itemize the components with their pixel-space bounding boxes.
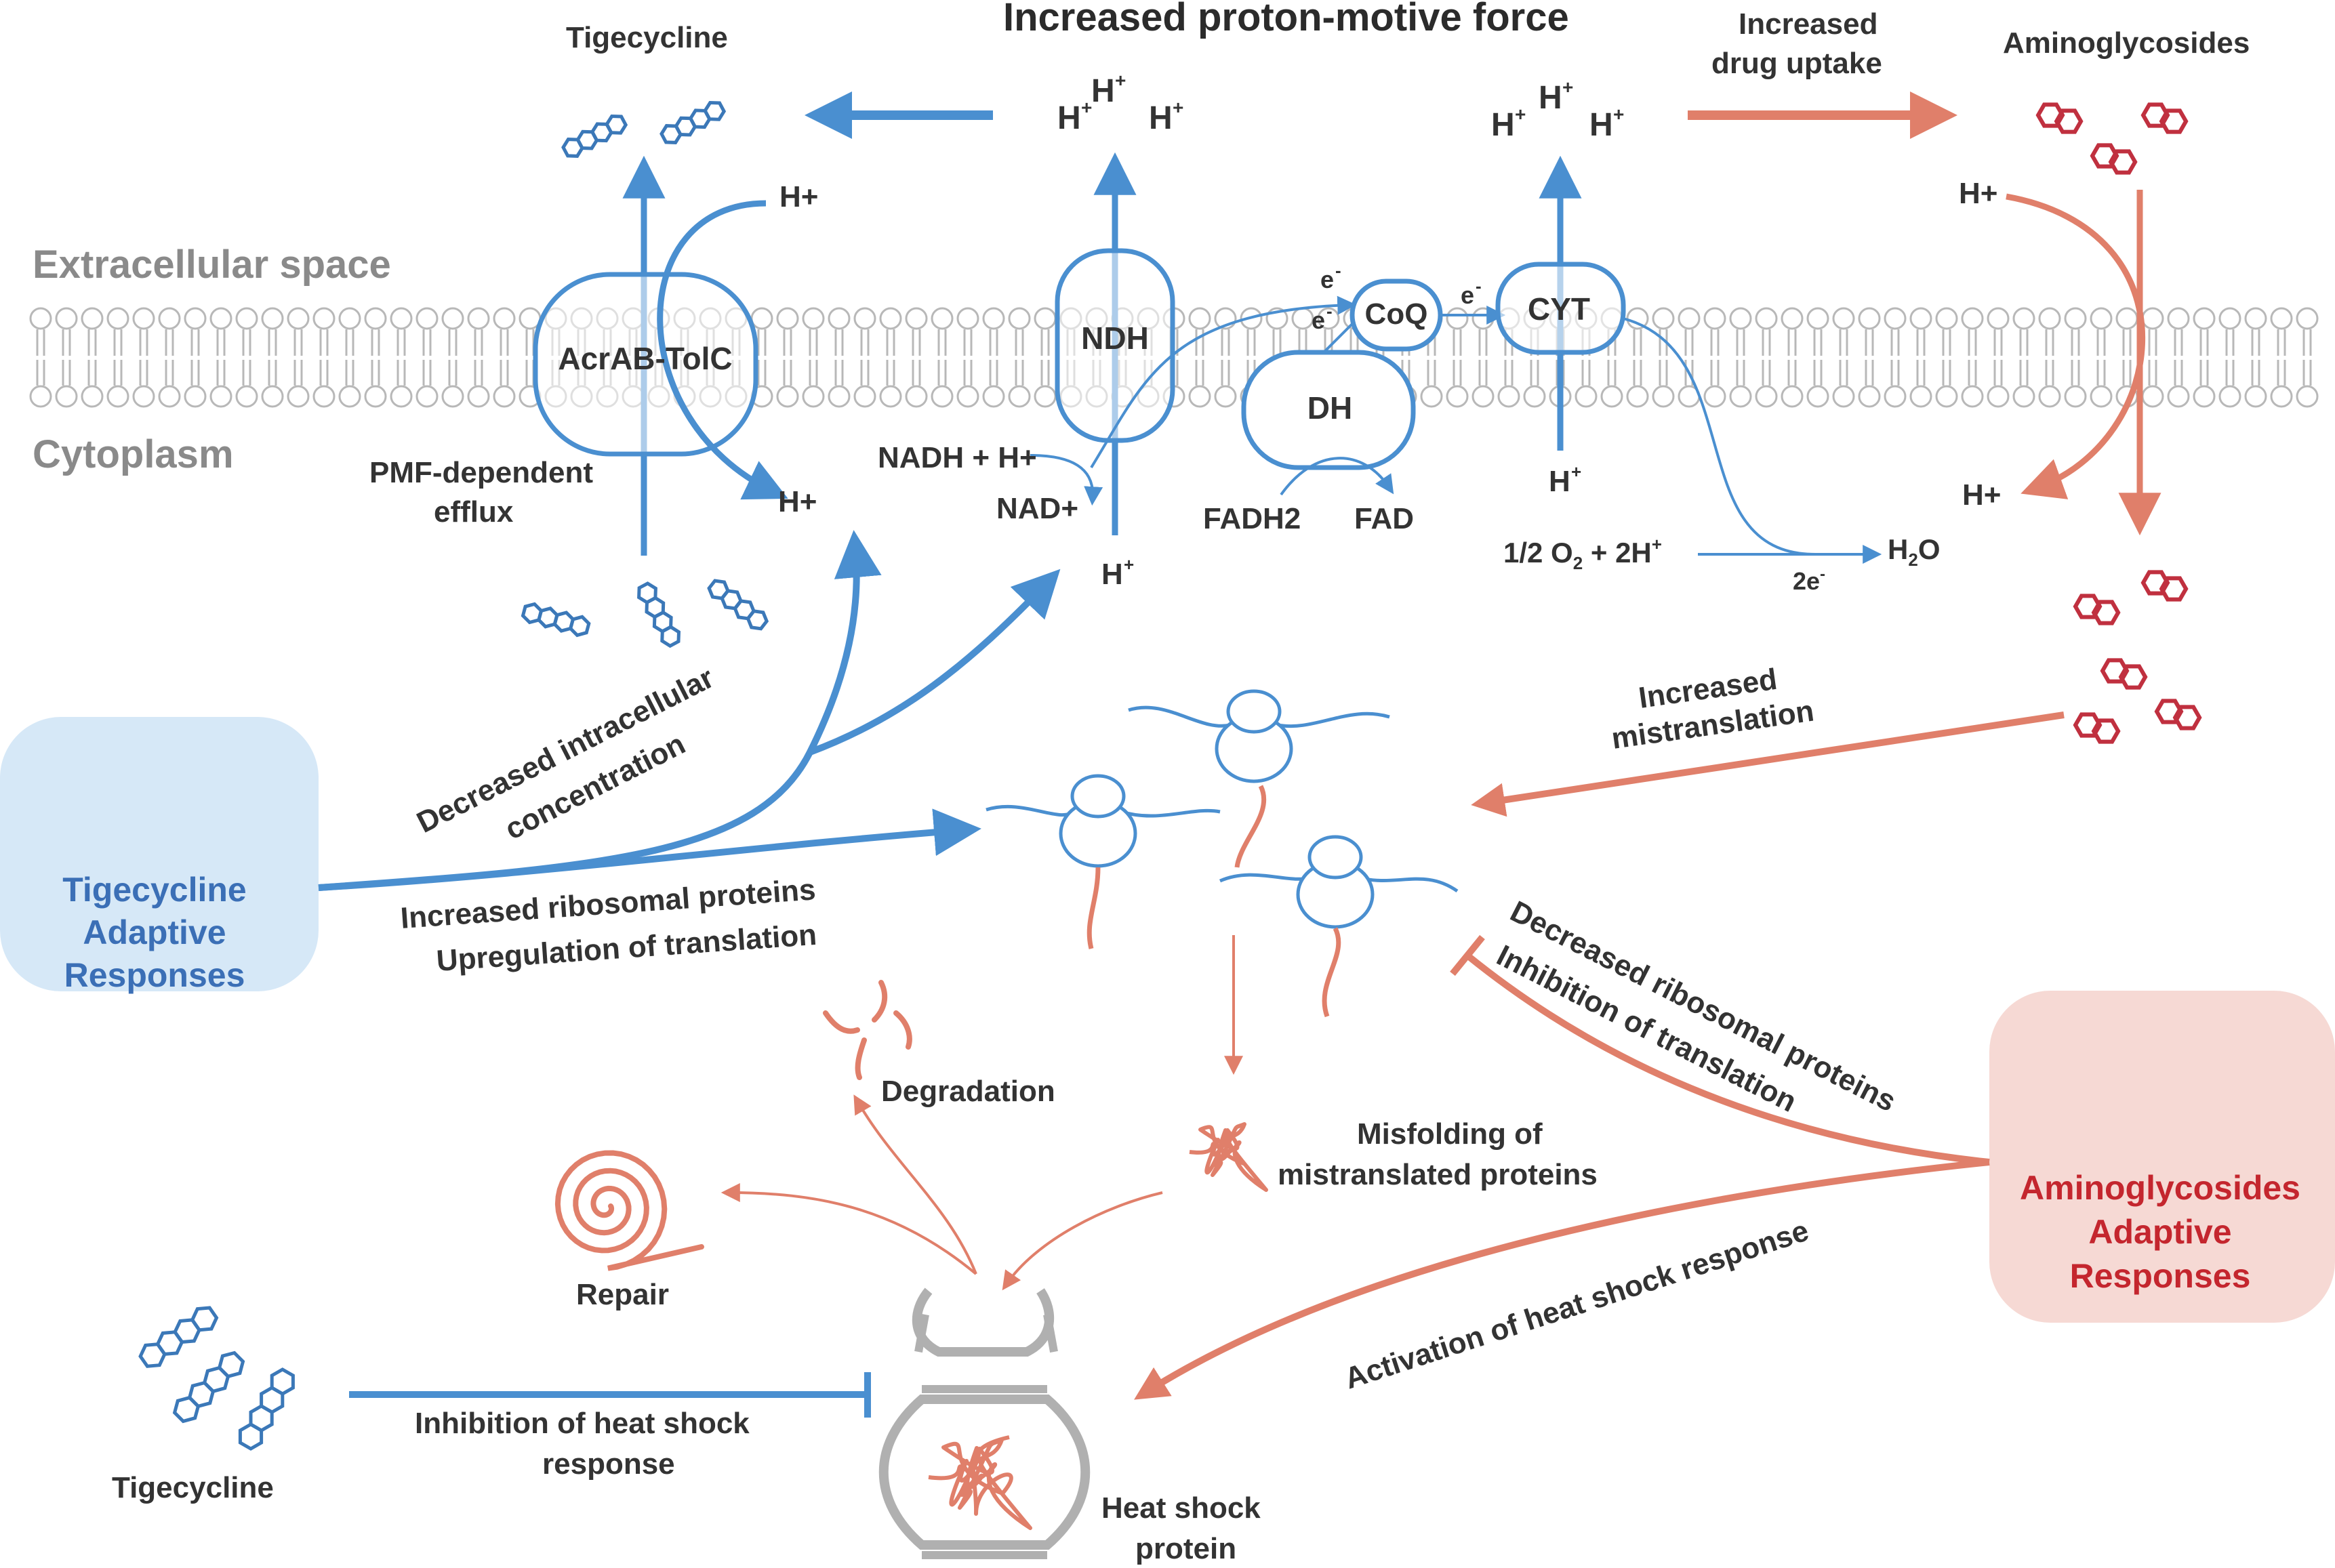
acrab-h-plus-top: H+ xyxy=(779,180,818,213)
svg-text:+: + xyxy=(1515,104,1526,125)
amino-h-plus-top: H+ xyxy=(1959,177,1997,210)
tigecycline-adaptive-box xyxy=(0,717,319,991)
pmf-efflux-label-2: efflux xyxy=(434,495,514,529)
coq-label: CoQ xyxy=(1365,297,1428,331)
svg-text:H: H xyxy=(1491,107,1515,143)
inhibition-hsr-label-2: response xyxy=(542,1447,675,1481)
two-electron-label: 2e- xyxy=(1793,565,1825,595)
degradation-fragments xyxy=(823,980,912,1080)
electron-labels: e- e- e- xyxy=(1312,260,1482,334)
svg-text:H: H xyxy=(1091,73,1115,109)
svg-text:+: + xyxy=(1115,70,1126,91)
aminoglycoside-proton-flow xyxy=(2006,190,2161,536)
svg-text:1/2 O2 + 2H+: 1/2 O2 + 2H+ xyxy=(1503,534,1662,573)
misfolding-label-2: mistranslated proteins xyxy=(1278,1158,1598,1191)
svg-text:H: H xyxy=(1539,80,1562,116)
diagram-title: Increased proton-motive force xyxy=(1003,0,1569,39)
acrab-tolc-pump xyxy=(533,155,788,556)
tigecycline-adaptive-title-3: Responses xyxy=(64,956,245,994)
svg-text:e: e xyxy=(1320,266,1334,293)
svg-text:H: H xyxy=(1149,100,1173,136)
translation-inhibition-arrow xyxy=(1450,934,1990,1165)
aminoglycoside-adaptive-title-3: Responses xyxy=(2070,1257,2251,1295)
cyt-label: CYT xyxy=(1528,291,1590,327)
cyt-complex xyxy=(1495,155,1882,564)
ndh-h-plus-bottom: H+ xyxy=(1101,554,1134,591)
mistranslation-arrow xyxy=(1471,711,2065,817)
misfolded-protein-tangle xyxy=(1189,1122,1268,1192)
hsp-outcome-arrows xyxy=(720,1094,1163,1291)
svg-text:H: H xyxy=(1101,558,1123,591)
amino-h-plus-bottom: H+ xyxy=(1962,478,2001,512)
svg-text:+: + xyxy=(1081,97,1092,118)
water-label: H2O xyxy=(1888,533,1940,570)
nadh-label: NADH + H+ xyxy=(878,441,1037,474)
misfolding-label-1: Misfolding of xyxy=(1357,1117,1543,1151)
tigecycline-response-arrows xyxy=(318,530,1061,891)
heat-shock-protein xyxy=(878,1287,1091,1559)
svg-text:H: H xyxy=(1057,100,1081,136)
pmf-efflux-label-1: PMF-dependent xyxy=(369,456,593,489)
tigecycline-top-label: Tigecycline xyxy=(566,21,728,54)
cyt-h-plus-bottom: H+ xyxy=(1549,461,1581,498)
extracellular-space-label: Extracellular space xyxy=(33,243,391,287)
aminoglycoside-adaptive-title-1: Aminoglycosides xyxy=(2020,1169,2300,1207)
decreased-ribosomal-label-1: Decreased ribosomal proteins xyxy=(1505,894,1901,1118)
hsp-label-2: protein xyxy=(1135,1532,1236,1565)
oxygen-equation: 1/2 O2 + 2H+ xyxy=(1503,534,1662,573)
heat-shock-activation-arrow xyxy=(1134,1159,1990,1400)
svg-text:e: e xyxy=(1461,281,1474,309)
proton-cluster-ndh: H+ H+ H+ xyxy=(1057,70,1183,136)
svg-text:e: e xyxy=(1312,306,1325,334)
tigecycline-bottom-label: Tigecycline xyxy=(112,1471,274,1504)
aminoglycosides-top-label: Aminoglycosides xyxy=(2003,26,2250,60)
ribosome-cluster xyxy=(986,689,1459,1018)
tigecycline-hsr-inhibition xyxy=(349,1372,871,1418)
dh-label: DH xyxy=(1307,390,1352,426)
fadh2-label: FADH2 xyxy=(1203,502,1301,535)
degradation-label: Degradation xyxy=(881,1075,1055,1108)
nad-label: NAD+ xyxy=(996,492,1078,525)
svg-text:+: + xyxy=(1124,554,1134,575)
coq-dh-complex xyxy=(1241,278,1506,496)
svg-text:+: + xyxy=(1562,77,1573,98)
cytoplasm-label: Cytoplasm xyxy=(33,432,234,476)
svg-text:-: - xyxy=(1476,276,1482,296)
proton-cluster-cyt: H+ H+ H+ xyxy=(1491,77,1624,143)
acrab-h-plus-bottom: H+ xyxy=(778,485,817,518)
acrab-tolc-label: AcrAB-TolC xyxy=(558,341,732,376)
svg-text:H: H xyxy=(1589,107,1613,143)
aminoglycoside-adaptive-box xyxy=(1989,991,2335,1323)
svg-text:-: - xyxy=(1335,260,1341,281)
aminoglycoside-adaptive-title-2: Adaptive xyxy=(2088,1213,2231,1251)
svg-text:H2O: H2O xyxy=(1888,533,1940,570)
inhibition-hsr-label-1: Inhibition of heat shock xyxy=(415,1407,750,1440)
ndh-complex xyxy=(1030,152,1357,535)
increased-uptake-label-2: drug uptake xyxy=(1711,47,1882,80)
increased-uptake-label-1: Increased xyxy=(1739,7,1877,41)
svg-text:2e-: 2e- xyxy=(1793,565,1825,595)
hsp-label-1: Heat shock xyxy=(1101,1491,1261,1525)
svg-text:H: H xyxy=(1549,465,1570,498)
ndh-label: NDH xyxy=(1081,321,1149,356)
svg-text:+: + xyxy=(1571,461,1581,482)
hsp-contained-protein xyxy=(928,1435,1032,1530)
svg-text:+: + xyxy=(1173,97,1183,118)
fad-label: FAD xyxy=(1354,502,1414,535)
activation-hsr-label: Activation of heat shock response xyxy=(1341,1214,1812,1396)
svg-text:+: + xyxy=(1613,104,1624,125)
svg-text:-: - xyxy=(1326,301,1333,321)
tigecycline-adaptive-title-1: Tigecycline xyxy=(62,871,246,909)
repair-spiral xyxy=(554,1150,704,1271)
tigecycline-adaptive-title-2: Adaptive xyxy=(83,913,226,951)
repair-label: Repair xyxy=(576,1278,669,1311)
